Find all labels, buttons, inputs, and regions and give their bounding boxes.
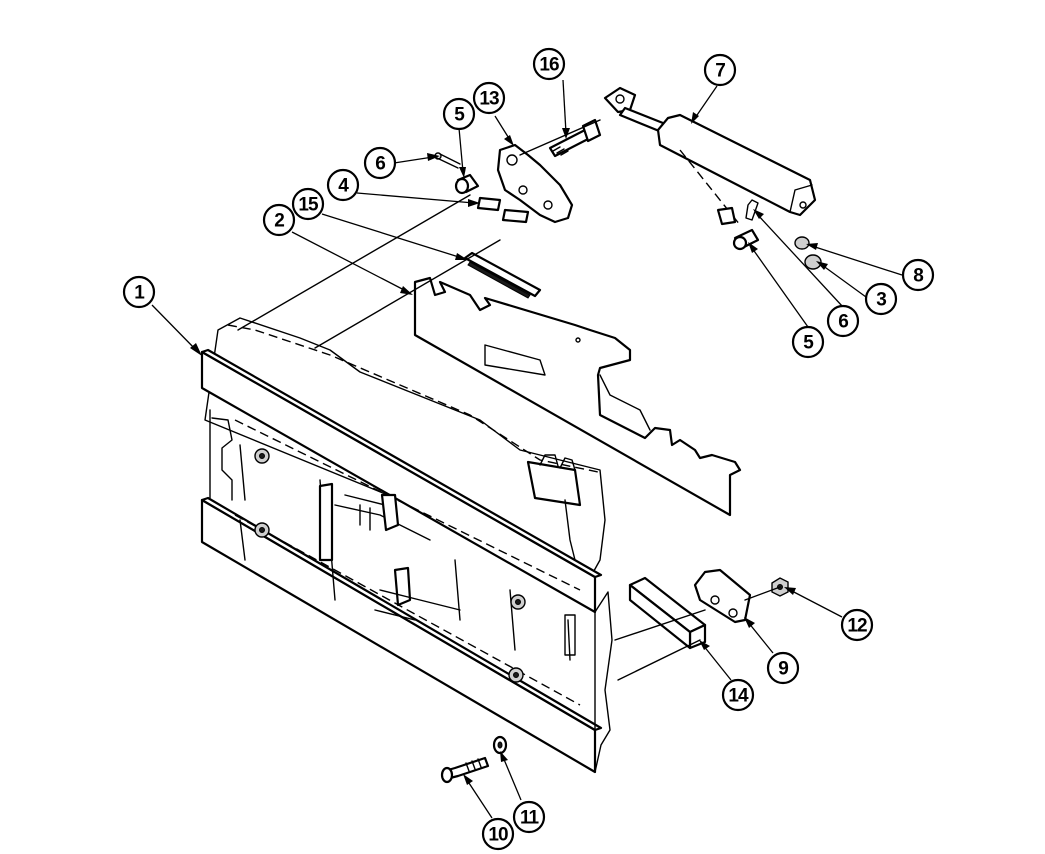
callout-number: 5 xyxy=(454,105,465,126)
callout-11: 11 xyxy=(512,800,546,834)
callout-6: 6 xyxy=(826,304,860,338)
callout-circle xyxy=(122,275,156,309)
backrest-plate xyxy=(413,276,742,517)
callout-5: 5 xyxy=(442,97,476,131)
frame-nut xyxy=(254,448,270,464)
callout-5: 5 xyxy=(791,325,825,359)
callout-circle xyxy=(826,304,860,338)
latch-bar xyxy=(463,251,542,299)
callout-16: 16 xyxy=(532,47,566,81)
callout-13: 13 xyxy=(472,81,506,115)
callout-circle xyxy=(721,678,755,712)
mounting-bracket xyxy=(496,143,574,224)
callout-number: 7 xyxy=(715,61,725,82)
callout-14: 14 xyxy=(721,678,755,712)
callout-15: 15 xyxy=(291,187,325,221)
callout-circle xyxy=(262,203,296,237)
wear-pads xyxy=(476,196,530,224)
callout-number: 2 xyxy=(274,211,284,232)
callout-6: 6 xyxy=(363,146,397,180)
callout-3: 3 xyxy=(864,282,898,316)
callout-circle xyxy=(326,168,360,202)
callout-circle xyxy=(512,800,546,834)
callout-number: 10 xyxy=(488,825,508,846)
callout-number: 8 xyxy=(913,266,923,287)
carriage-frame xyxy=(200,317,613,774)
callout-number: 13 xyxy=(479,89,499,110)
callout-7: 7 xyxy=(703,53,737,87)
callout-number: 5 xyxy=(803,333,814,354)
bottom-bolt xyxy=(440,756,490,784)
callout-number: 4 xyxy=(338,176,349,197)
callout-number: 16 xyxy=(539,55,559,76)
callout-number: 6 xyxy=(375,154,385,175)
callout-8: 8 xyxy=(901,258,935,292)
callout-circle xyxy=(291,187,325,221)
gas-cylinder xyxy=(603,86,817,217)
callout-10: 10 xyxy=(481,817,515,851)
callout-number: 9 xyxy=(778,659,788,680)
callout-circle xyxy=(840,608,874,642)
callout-circle xyxy=(901,258,935,292)
callout-1: 1 xyxy=(122,275,156,309)
callout-number: 14 xyxy=(728,686,749,707)
callout-number: 1 xyxy=(134,283,145,304)
cotter-pin-top xyxy=(434,152,461,169)
callout-number: 11 xyxy=(520,808,540,829)
washer xyxy=(492,735,508,755)
callout-9: 9 xyxy=(766,651,800,685)
callout-circle xyxy=(363,146,397,180)
callout-circle xyxy=(864,282,898,316)
guide-bracket xyxy=(693,568,752,624)
callout-number: 6 xyxy=(838,312,848,333)
callout-12: 12 xyxy=(840,608,874,642)
callout-number: 3 xyxy=(876,290,886,311)
wear-block xyxy=(628,576,707,650)
frame-nut xyxy=(508,667,524,683)
callout-number: 15 xyxy=(298,195,319,216)
callout-circle xyxy=(442,97,476,131)
frame-nut xyxy=(510,594,526,610)
callout-2: 2 xyxy=(262,203,296,237)
callout-number: 12 xyxy=(847,616,867,637)
callout-4: 4 xyxy=(326,168,360,202)
callout-circle xyxy=(791,325,825,359)
callout-circle xyxy=(472,81,506,115)
callout-circle xyxy=(532,47,566,81)
callout-circle xyxy=(481,817,515,851)
pin-top xyxy=(454,173,480,195)
leader-lines xyxy=(151,79,903,819)
callout-circle xyxy=(703,53,737,87)
callout-circle xyxy=(766,651,800,685)
frame-nut xyxy=(254,522,270,538)
